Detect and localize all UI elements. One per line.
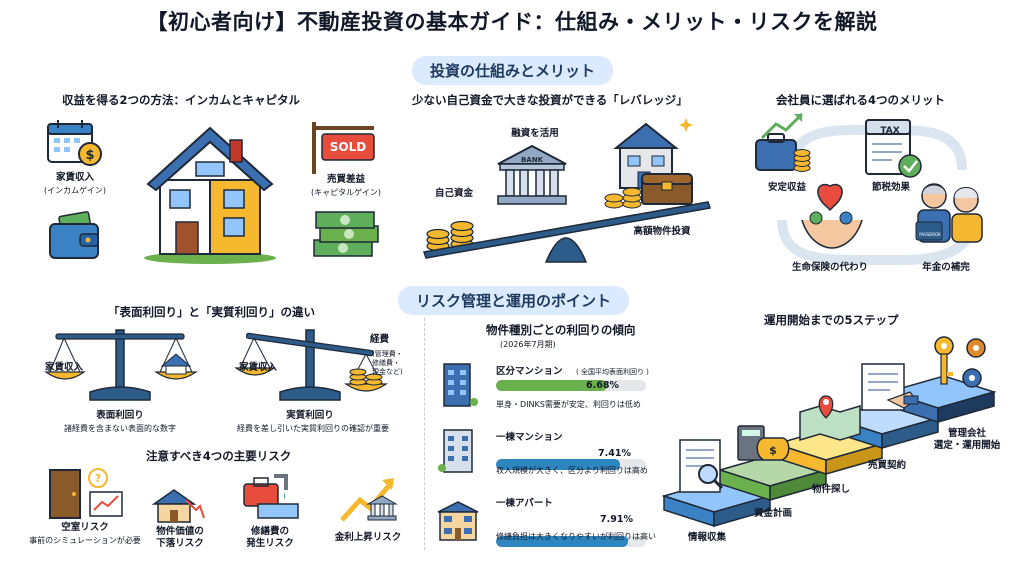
risk-rate-rise-label: 金利上昇リスク bbox=[334, 532, 402, 543]
step-1-label: 情報収集 bbox=[687, 532, 726, 543]
risk-vacancy-sub: 事前のシミュレーションが必要 bbox=[29, 536, 141, 545]
apartment-building-icon bbox=[437, 501, 479, 541]
step-4-label: 売買契約 bbox=[867, 460, 906, 471]
property-row-apartment-bar-fill bbox=[496, 536, 628, 547]
rent-income-sub: (インカムゲイン) bbox=[43, 186, 107, 195]
svg-text:$: $ bbox=[85, 148, 94, 163]
target-property-label: 高額物件投資 bbox=[633, 226, 691, 237]
tax-text: TAX bbox=[880, 126, 900, 136]
bank-icon bbox=[497, 144, 567, 205]
sold-sign-icon bbox=[312, 122, 375, 174]
steps-heading: 運用開始までの5ステップ bbox=[764, 313, 899, 327]
bank-text: BANK bbox=[520, 156, 544, 164]
apartment-unit-icon bbox=[443, 363, 478, 407]
passbook-text: PASSBOOK bbox=[919, 232, 941, 237]
rate-rise-risk-icon bbox=[340, 478, 398, 522]
property-row-unit-bar bbox=[496, 380, 646, 391]
surface-yield-scale-icon bbox=[44, 329, 198, 401]
property-row-apartment-name: 一棟アパート bbox=[496, 498, 553, 509]
property-row-apartment-desc: 修繕負担は大きくなりやすいが利回りは高い bbox=[496, 532, 656, 541]
merit-item-stable-income: 安定収益 bbox=[767, 182, 806, 193]
calendar-coin-icon: $ bbox=[47, 120, 102, 166]
surface-yield-title: 表面利回り bbox=[96, 410, 144, 421]
sold-sign-text: SOLD bbox=[329, 140, 367, 154]
merits-cycle-graphic bbox=[755, 112, 983, 265]
sale-gain-sub: (キャピタルゲイン) bbox=[310, 188, 382, 197]
page-title: 【初心者向け】不動産投資の基本ガイド：仕組み・メリット・リスクを解説 bbox=[146, 10, 878, 34]
risks-heading: 注意すべき4つの主要リスク bbox=[146, 449, 292, 463]
property-row-mansion-desc: 収入規模が大きく、区分より利回りは高め bbox=[496, 466, 648, 475]
property-row-apartment-value: 7.91% bbox=[600, 514, 633, 525]
yield-compare-heading: 「表面利回り」と「実質利回り」の違い bbox=[108, 305, 315, 319]
merit-item-life-insurance: 生命保険の代わり bbox=[791, 262, 868, 273]
real-yield-scale-icon bbox=[234, 329, 388, 401]
svg-text:$: $ bbox=[769, 444, 777, 457]
risk-repair-label: 修繕費の 発生リスク bbox=[246, 526, 294, 549]
real-yield-desc: 経費を差し引いた実質利回りの確認が重要 bbox=[237, 424, 389, 433]
wallet-icon bbox=[49, 211, 99, 259]
value-drop-risk-icon bbox=[151, 489, 205, 523]
svg-text:?: ? bbox=[95, 472, 101, 485]
own-capital-label: 自己資金 bbox=[434, 188, 473, 199]
property-treasure-icon bbox=[604, 118, 693, 209]
steps-staircase-graphic: $ bbox=[661, 336, 997, 528]
property-yields-date: (2026年7月期) bbox=[500, 340, 556, 349]
loan-label: 融資を活用 bbox=[511, 128, 559, 139]
leverage-heading: 少ない自己資金で大きな投資ができる「レバレッジ」 bbox=[412, 93, 688, 107]
property-row-unit-desc: 単身・DINKS需要が安定、利回りは低め bbox=[496, 400, 641, 409]
merit-item-tax-saving: 節税効果 bbox=[871, 182, 910, 193]
section2-pill: リスク管理と運用のポイント bbox=[398, 286, 630, 315]
risk-vacancy-label: 空室リスク bbox=[61, 522, 109, 533]
whole-mansion-icon bbox=[438, 429, 473, 473]
income-heading: 収益を得る2つの方法：インカムとキャピタル bbox=[62, 93, 300, 107]
cost-sub: (管理費・ 修繕費・ 現金など) bbox=[372, 350, 403, 376]
cost-label: 経費 bbox=[370, 334, 390, 345]
property-row-unit-bar-fill bbox=[496, 380, 608, 391]
rent-income-label: 家賃収入 bbox=[55, 172, 94, 183]
seesaw-icon bbox=[423, 201, 711, 263]
sale-gain-label: 売買差益 bbox=[326, 174, 365, 185]
property-row-mansion-name: 一棟マンション bbox=[496, 432, 563, 443]
property-row-mansion-bar bbox=[496, 459, 646, 470]
surface-yield-desc: 諸経費を含まない表面的な数字 bbox=[64, 424, 176, 433]
step-5-label: 管理会社 選定・運用開始 bbox=[933, 428, 1001, 451]
step-2-label: 資金計画 bbox=[753, 508, 792, 519]
property-row-mansion-bar-fill bbox=[496, 459, 620, 470]
real-rent-label: 家賃収入 bbox=[238, 362, 277, 373]
property-row-unit-name: 区分マンション bbox=[496, 366, 563, 377]
merits-heading: 会社員に選ばれる4つのメリット bbox=[776, 93, 945, 107]
property-row-unit-value: 6.68% bbox=[586, 380, 619, 391]
house-icon bbox=[144, 126, 276, 264]
section-divider bbox=[424, 318, 425, 550]
real-yield-title: 実質利回り bbox=[286, 410, 334, 421]
surface-rent-label: 家賃収入 bbox=[44, 362, 83, 373]
step-3-label: 物件探し bbox=[811, 484, 850, 495]
property-row-apartment-bar bbox=[496, 536, 646, 547]
risk-value-drop-label: 物件価値の 下落リスク bbox=[156, 526, 204, 549]
merit-item-pension: 年金の補完 bbox=[922, 262, 970, 273]
property-row-unit-note: ( 全国平均表面利回り ) bbox=[576, 368, 649, 376]
property-yields-heading: 物件種別ごとの利回りの傾向 bbox=[486, 323, 636, 337]
property-row-mansion-value: 7.41% bbox=[598, 448, 631, 459]
repair-cost-risk-icon bbox=[243, 474, 299, 519]
cash-stack-icon bbox=[313, 211, 379, 257]
vacancy-risk-icon: ? bbox=[49, 468, 123, 519]
section1-pill: 投資の仕組みとメリット bbox=[412, 56, 614, 85]
